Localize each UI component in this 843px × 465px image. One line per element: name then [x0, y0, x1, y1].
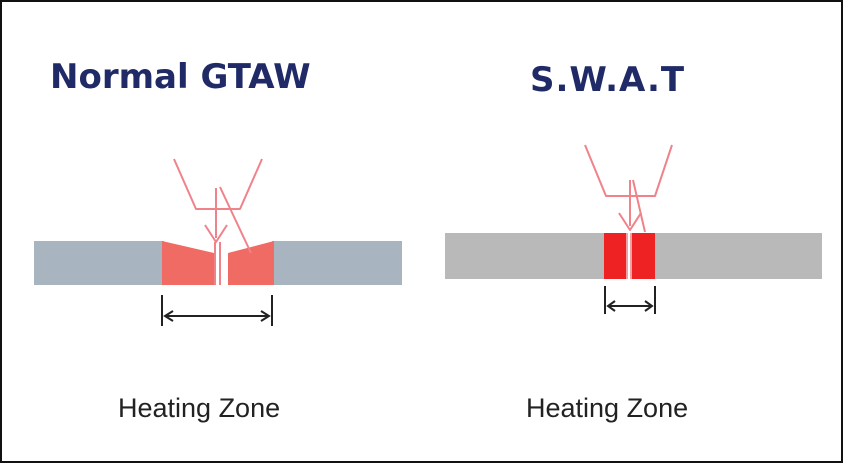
- left-heat-zone-left: [162, 241, 214, 285]
- normal-gtaw-diagram: [34, 158, 402, 326]
- right-heat-zone-right: [631, 233, 655, 279]
- left-plate-left-half: [34, 241, 164, 285]
- right-heating-zone-dimension: [604, 286, 656, 314]
- swat-title: S.W.A.T: [530, 60, 686, 100]
- right-plate-right-half: [654, 233, 822, 279]
- swat-diagram: [445, 144, 822, 314]
- left-torch: [173, 158, 263, 254]
- left-heat-zone-right: [228, 241, 274, 285]
- left-plate-right-half: [272, 241, 402, 285]
- left-heating-zone-dimension: [161, 295, 273, 326]
- normal-gtaw-title: Normal GTAW: [50, 57, 311, 97]
- normal-gtaw-heating-zone-label: Heating Zone: [118, 393, 281, 423]
- right-heat-zone-left: [604, 233, 627, 279]
- right-plate-left-half: [445, 233, 605, 279]
- swat-heating-zone-label: Heating Zone: [526, 393, 689, 423]
- right-torch: [584, 144, 673, 233]
